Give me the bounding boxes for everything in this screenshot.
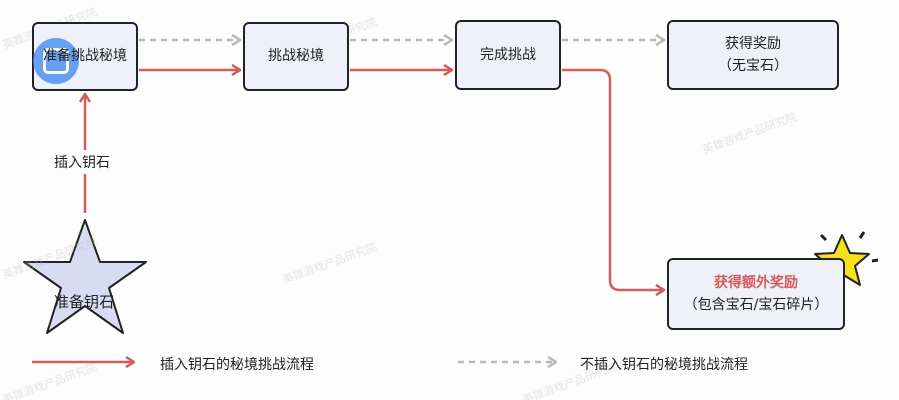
- red-edges: [32, 70, 664, 362]
- node-challenge: 挑战秘境: [243, 22, 349, 91]
- legend-with-key: 插入钥石的秘境挑战流程: [160, 357, 314, 373]
- node-extra-reward: 获得额外奖励 （包含宝石/宝石碎片）: [667, 258, 845, 330]
- logo-icon: [33, 38, 79, 84]
- node-sublabel: （包含宝石/宝石碎片）: [683, 297, 829, 313]
- edge-complete-extra-red: [562, 68, 664, 290]
- edge-label-insert-key: 插入钥石: [54, 150, 110, 174]
- node-complete: 完成挑战: [455, 20, 561, 90]
- legend-without-key: 不插入钥石的秘境挑战流程: [580, 357, 748, 373]
- node-sublabel: （无宝石）: [718, 58, 788, 74]
- node-label: 完成挑战: [480, 46, 536, 63]
- star-label: 准备钥石: [54, 293, 115, 311]
- node-label: 获得额外奖励: [714, 274, 798, 291]
- node-label: 挑战秘境: [268, 48, 324, 65]
- node-label: 准备挑战秘境: [43, 48, 127, 65]
- gray-dashed-edges: [139, 40, 664, 362]
- star-shape: [23, 219, 147, 334]
- node-reward: 获得奖励 （无宝石）: [667, 20, 839, 90]
- watermark-logo: [33, 38, 79, 84]
- node-label: 获得奖励: [725, 35, 781, 52]
